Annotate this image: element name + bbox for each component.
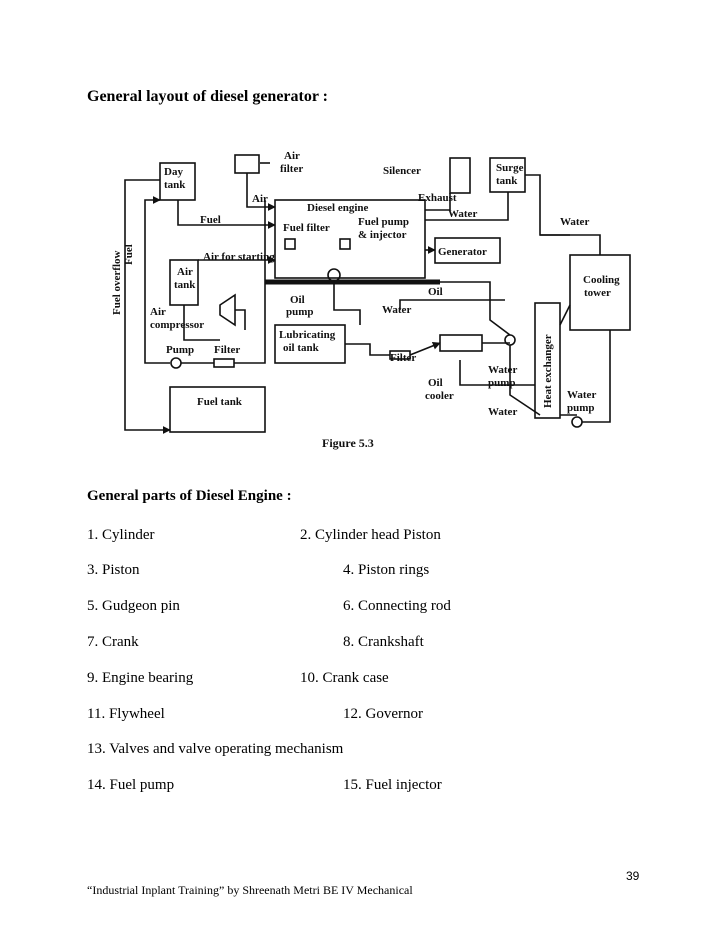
label-surge-tank-2: tank <box>496 175 518 187</box>
label-fuel-vertical: Fuel <box>123 244 135 265</box>
part-item: 11. Flywheel <box>87 706 165 722</box>
label-air-for-starting: Air for starting <box>203 251 275 263</box>
part-item: 1. Cylinder <box>87 527 155 543</box>
label-fuel-pump-2: & injector <box>358 229 407 241</box>
label-air-compressor-2: compressor <box>150 319 204 331</box>
part-item: 3. Piston <box>87 562 140 578</box>
part-item: 7. Crank <box>87 634 139 650</box>
label-water-right: Water <box>560 216 589 228</box>
silencer-box <box>449 157 471 194</box>
label-pump: Pump <box>166 344 194 356</box>
label-water-mid: Water <box>382 304 411 316</box>
fuel-filter-small <box>284 238 296 250</box>
label-fuel-overflow: Fuel overflow <box>111 250 123 315</box>
part-item: 6. Connecting rod <box>343 598 451 614</box>
parts-title: General parts of Diesel Engine : <box>87 488 292 504</box>
label-generator: Generator <box>438 246 487 258</box>
label-surge-tank-1: Surge <box>496 162 524 174</box>
part-item: 10. Crank case <box>300 670 389 686</box>
label-fuel: Fuel <box>200 214 221 226</box>
label-oil-pump-2: pump <box>286 306 314 318</box>
label-cooling-tower-1: Cooling <box>583 274 620 286</box>
fuel-injector-small <box>339 238 351 250</box>
diesel-engine-box <box>274 199 426 279</box>
label-silencer: Silencer <box>383 165 421 177</box>
oil-pump-circle <box>327 268 341 282</box>
label-air-filter-2: filter <box>280 163 303 175</box>
label-water-pump-right-1: Water <box>567 389 596 401</box>
label-oil-pump-1: Oil <box>290 294 305 306</box>
label-fuel-pump-1: Fuel pump <box>358 216 409 228</box>
label-diesel-engine: Diesel engine <box>307 202 369 214</box>
label-water-pump-right-2: pump <box>567 402 595 414</box>
water-pump-right-circle <box>571 416 583 428</box>
part-item: 13. Valves and valve operating mechanism <box>87 741 344 757</box>
page-footer: “Industrial Inplant Training” by Shreena… <box>87 883 413 897</box>
label-air-compressor-1: Air <box>150 306 166 318</box>
fuel-tank-box <box>169 386 266 433</box>
part-item: 8. Crankshaft <box>343 634 424 650</box>
part-item: 4. Piston rings <box>343 562 430 578</box>
label-water-bottom: Water <box>488 406 517 418</box>
heat-exchanger-box <box>534 302 561 419</box>
air-filter-box <box>234 154 260 174</box>
label-air-filter-1: Air <box>284 150 300 162</box>
diesel-generator-layout-diagram: Day tank Air filter Silencer Surge tank … <box>111 150 631 450</box>
label-air-tank-1: Air <box>177 266 193 278</box>
part-item: 2. Cylinder head Piston <box>300 527 441 543</box>
label-oil-cooler-2: cooler <box>425 390 454 402</box>
label-oil-cooler-1: Oil <box>428 377 443 389</box>
label-filter-left: Filter <box>214 344 240 356</box>
part-item: 14. Fuel pump <box>87 777 175 793</box>
part-item: 12. Governor <box>343 706 423 722</box>
label-fuel-tank: Fuel tank <box>197 396 243 408</box>
label-day-tank-2: tank <box>164 179 186 191</box>
label-water-top: Water <box>448 208 477 220</box>
air-compressor-shape <box>219 293 236 327</box>
label-heat-exchanger: Heat exchanger <box>542 334 554 408</box>
section-heading: General layout of diesel generator : <box>87 88 328 105</box>
label-oil: Oil <box>428 286 443 298</box>
label-lube-tank-2: oil tank <box>283 342 320 354</box>
label-air-tank-2: tank <box>174 279 196 291</box>
label-lube-tank-1: Lubricating <box>279 329 336 341</box>
part-item: 15. Fuel injector <box>343 777 442 793</box>
part-item: 5. Gudgeon pin <box>87 598 180 614</box>
label-air: Air <box>252 193 268 205</box>
oil-cooler-box <box>439 334 483 352</box>
page-number: 39 <box>626 869 640 883</box>
label-filter-mid: Filter <box>390 352 416 364</box>
label-water-pump-mid-2: pump <box>488 377 516 389</box>
label-cooling-tower-2: tower <box>584 287 611 299</box>
label-fuel-filter: Fuel filter <box>283 222 330 234</box>
filter-left-box <box>213 358 235 368</box>
label-water-pump-mid-1: Water <box>488 364 517 376</box>
part-item: 9. Engine bearing <box>87 670 194 686</box>
label-day-tank-1: Day <box>164 166 183 178</box>
figure-caption: Figure 5.3 <box>322 436 374 450</box>
label-exhaust: Exhaust <box>418 192 457 204</box>
fuel-pump-circle <box>170 357 182 369</box>
